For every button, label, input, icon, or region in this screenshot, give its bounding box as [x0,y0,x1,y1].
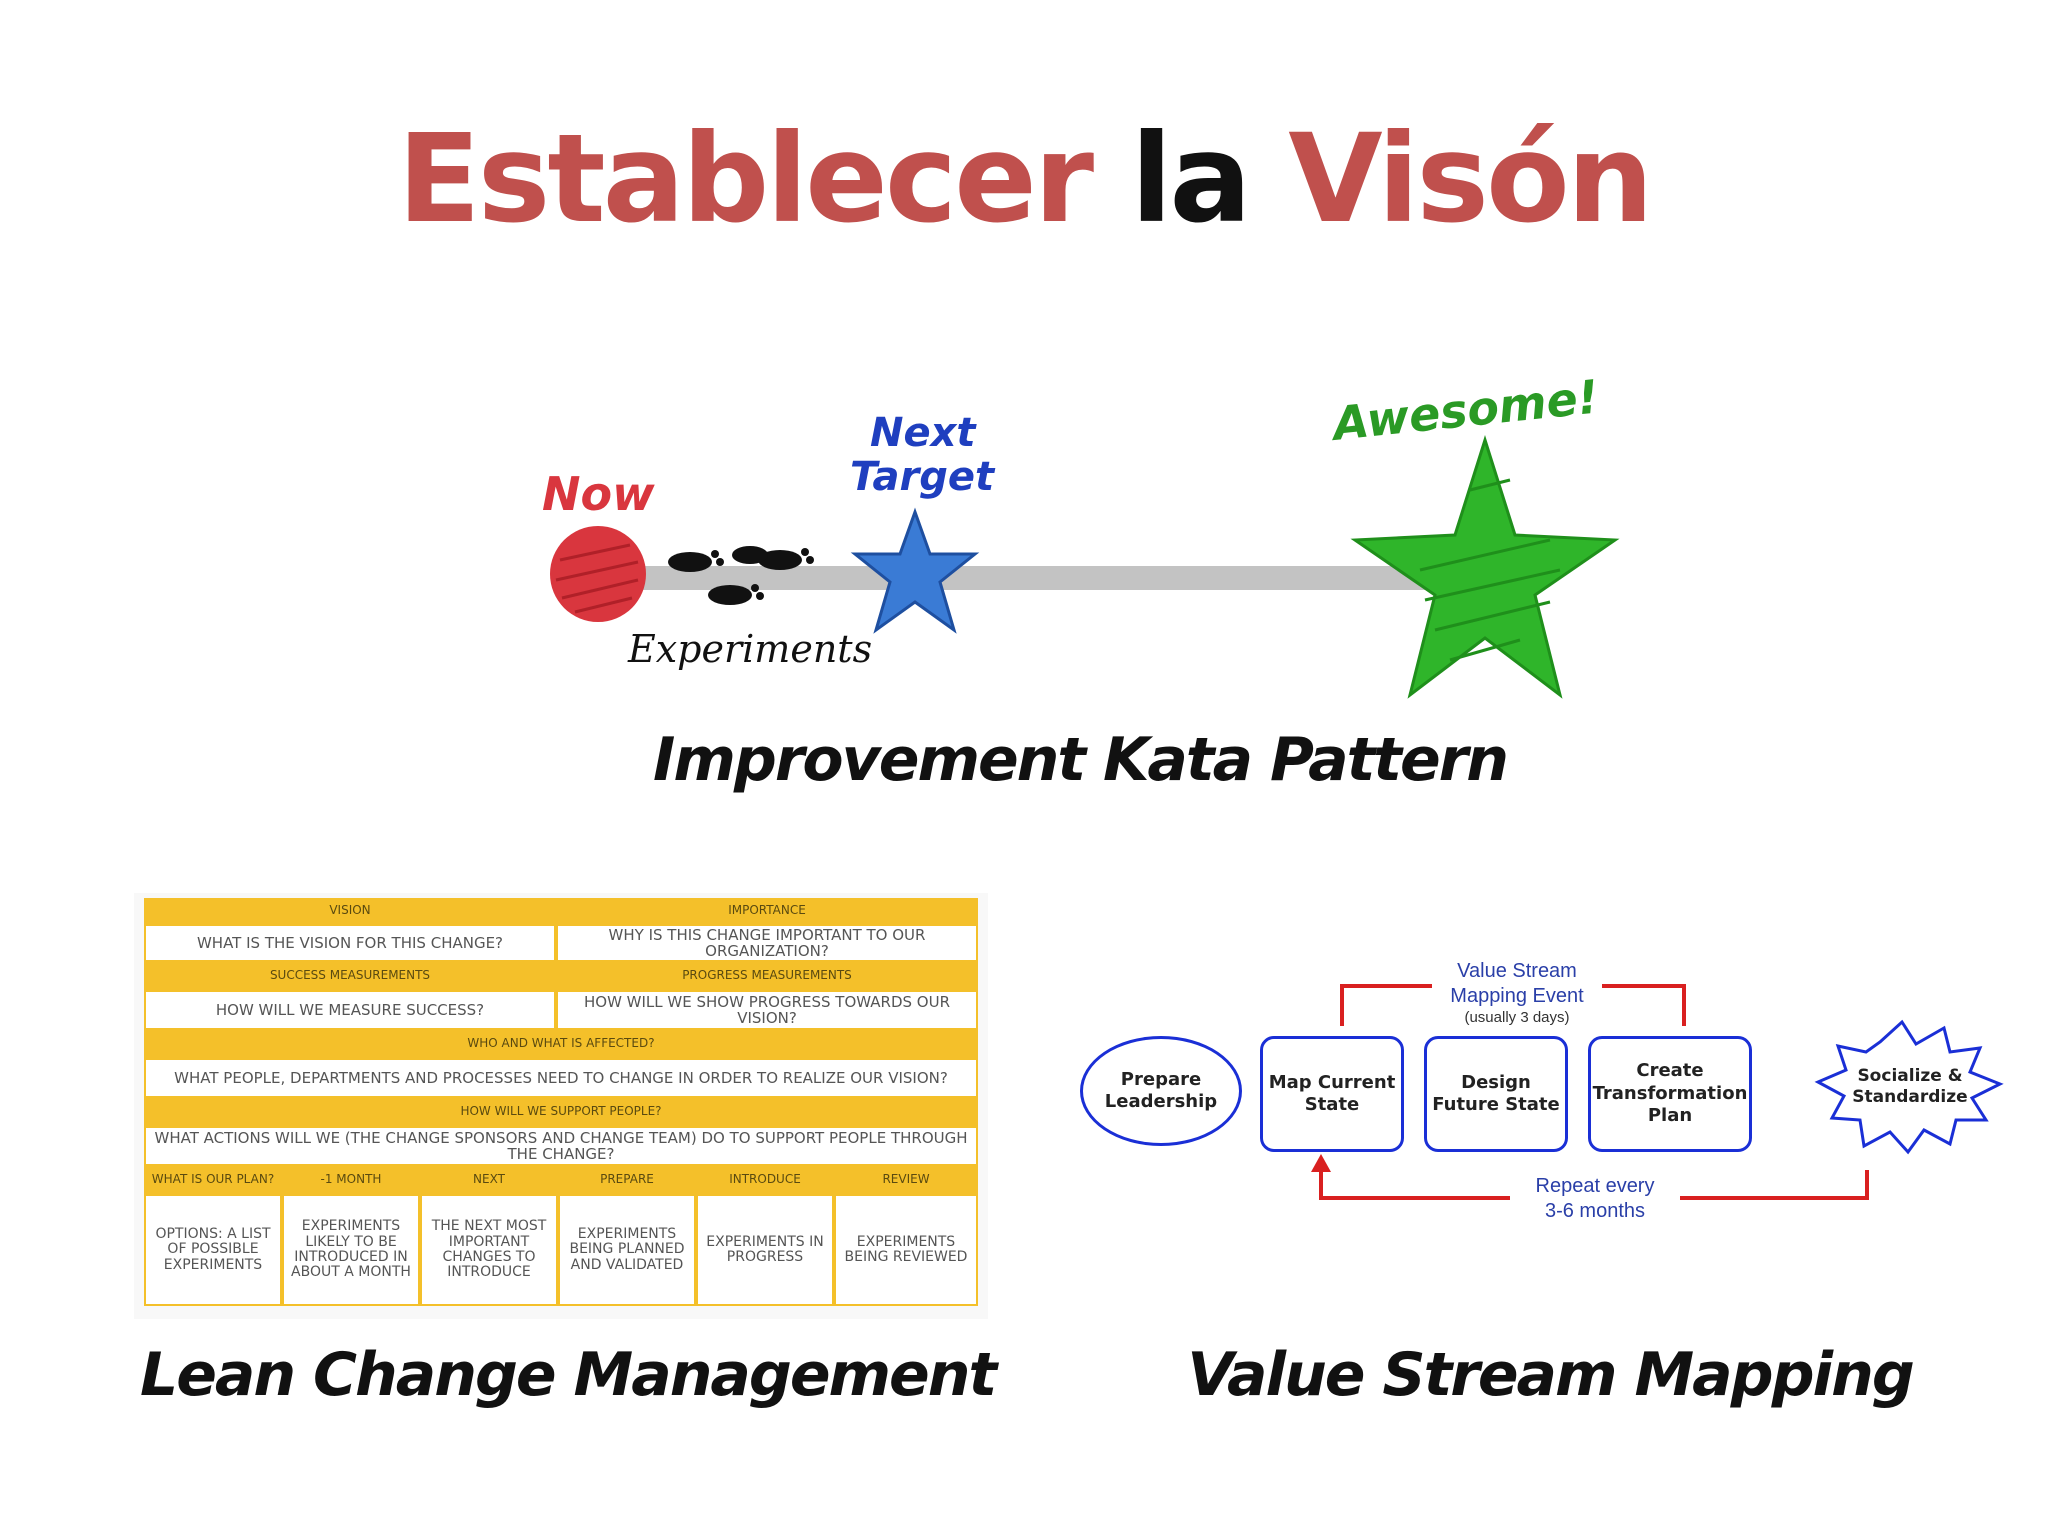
improvement-kata-graphic: Now Experiments Next Target Awesome! [520,340,1640,720]
create-transformation-plan-step: Create Transformation Plan [1588,1036,1752,1152]
footprints-icon [668,546,814,605]
kata-track [580,566,1530,590]
success-header: Success measurements [144,962,556,990]
event-label-line2: Mapping Event [1450,985,1584,1007]
map-current-state-step: Map Current State [1260,1036,1404,1152]
importance-question: Why is this change important to our orga… [556,924,978,962]
repeat-arrow-head [1311,1154,1331,1172]
next-target-label-line2: Target [850,454,996,500]
design-future-state-step: Design Future State [1424,1036,1568,1152]
vsm-caption: Value Stream Mapping [1187,1340,1915,1410]
progress-header: Progress measurements [556,962,978,990]
vision-question: What is the vision for this change? [144,924,556,962]
plan-header: -1 month [282,1166,420,1194]
affected-header: Who and what is affected? [144,1030,978,1058]
kata-caption: Improvement Kata Pattern [653,725,1509,795]
kata-svg: Now Experiments Next Target Awesome! [542,369,1620,699]
plan-header: Review [834,1166,978,1194]
prepare-leadership-step: Prepare Leadership [1080,1036,1242,1146]
now-circle [550,526,646,622]
next-target-star-icon [850,507,980,634]
plan-cell: Options: a list of possible experiments [144,1194,282,1306]
plan-header: Introduce [696,1166,834,1194]
support-question: What actions will we (the change sponsor… [144,1126,978,1166]
plan-cell: Experiments in progress [696,1194,834,1306]
progress-question: How will we show progress towards our vi… [556,990,978,1030]
lean-change-canvas: Vision Importance What is the vision for… [134,893,988,1319]
awesome-star-hatch [1419,478,1561,662]
plan-header: Next [420,1166,558,1194]
socialize-starburst [1814,1019,2004,1155]
lean-change-caption: Lean Change Management [140,1340,997,1410]
now-label: Now [542,467,655,521]
support-header: How will we support people? [144,1098,978,1126]
success-question: How will we measure success? [144,990,556,1030]
plan-header: What is our plan? [144,1166,282,1194]
affected-question: What people, departments and processes n… [144,1058,978,1098]
title-vision: Visón [1288,108,1653,250]
event-label-line1: Value Stream [1457,960,1577,982]
plan-cell: The next most important changes to intro… [420,1194,558,1306]
awesome-label: Awesome! [1328,369,1601,451]
socialize-standardize-step: Socialize & Standardize [1852,1066,1968,1108]
repeat-label-line2: 3-6 months [1544,1200,1646,1222]
repeat-label-line1: Repeat every [1535,1175,1655,1197]
page-title: Establecer la Visón [0,118,2048,240]
importance-header: Importance [556,898,978,924]
repeat-label: Repeat every 3-6 months [1510,1174,1680,1224]
now-circle-hatch [555,543,639,614]
value-stream-mapping-diagram: Value Stream Mapping Event (usually 3 da… [1060,948,2010,1248]
next-target-label-line1: Next [870,410,977,456]
event-label: Value Stream Mapping Event (usually 3 da… [1432,959,1602,1028]
awesome-star-icon [1350,435,1620,699]
plan-cell: Experiments likely to be introduced in a… [282,1194,420,1306]
title-establecer: Establecer [397,108,1094,250]
title-la: la [1130,108,1252,250]
experiments-label: Experiments [627,627,872,671]
plan-cell: Experiments being reviewed [834,1194,978,1306]
plan-cell: Experiments being planned and validated [558,1194,696,1306]
plan-header: Prepare [558,1166,696,1194]
event-sub-label: (usually 3 days) [1464,1009,1570,1026]
vision-header: Vision [144,898,556,924]
